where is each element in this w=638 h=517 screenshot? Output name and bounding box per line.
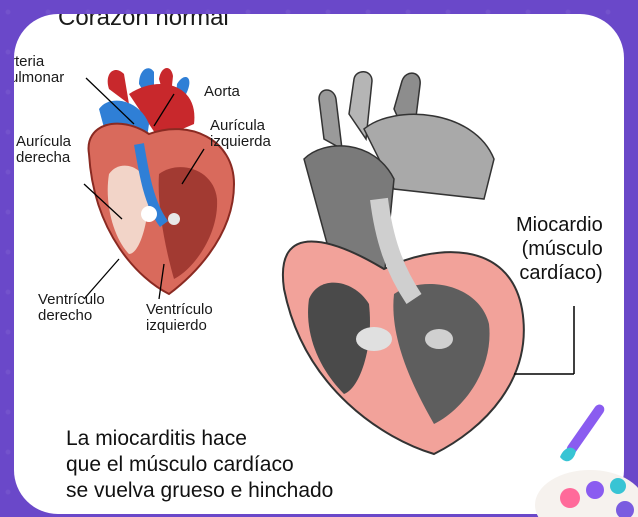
label-line: Miocardio (516, 213, 603, 237)
myocarditis-caption: La miocarditis hace que el músculo cardí… (66, 426, 333, 504)
auricula-derecha-label: Aurícula derecha (16, 134, 71, 166)
label-line: cardíaco) (516, 261, 603, 285)
label-line: (músculo (516, 237, 603, 261)
caption-line: se vuelva grueso e hinchado (66, 478, 333, 504)
paintbrush-icon (550, 395, 630, 475)
label-line: Aurícula (16, 134, 71, 150)
miocardio-label: Miocardio (músculo cardíaco) (516, 213, 603, 285)
label-line: Aurícula (210, 118, 271, 134)
label-line: izquierdo (146, 318, 213, 334)
label-line: rteria (14, 54, 64, 70)
content-card: Corazón normal (14, 14, 624, 514)
label-line: Ventrículo (146, 302, 213, 318)
ventriculo-derecho-label: Ventrículo derecho (38, 292, 105, 324)
ventriculo-izquierdo-label: Ventrículo izquierdo (146, 302, 213, 334)
caption-line: La miocarditis hace (66, 426, 333, 452)
label-line: Ventrículo (38, 292, 105, 308)
label-line: izquierda (210, 134, 271, 150)
caption-line: que el músculo cardíaco (66, 452, 333, 478)
label-line: derecha (16, 150, 71, 166)
aorta-label: Aorta (204, 84, 240, 100)
label-line: ulmonar (14, 70, 64, 86)
arteria-pulmonar-label: rteria ulmonar (14, 54, 64, 86)
auricula-izquierda-label: Aurícula izquierda (210, 118, 271, 150)
label-line: derecho (38, 308, 105, 324)
